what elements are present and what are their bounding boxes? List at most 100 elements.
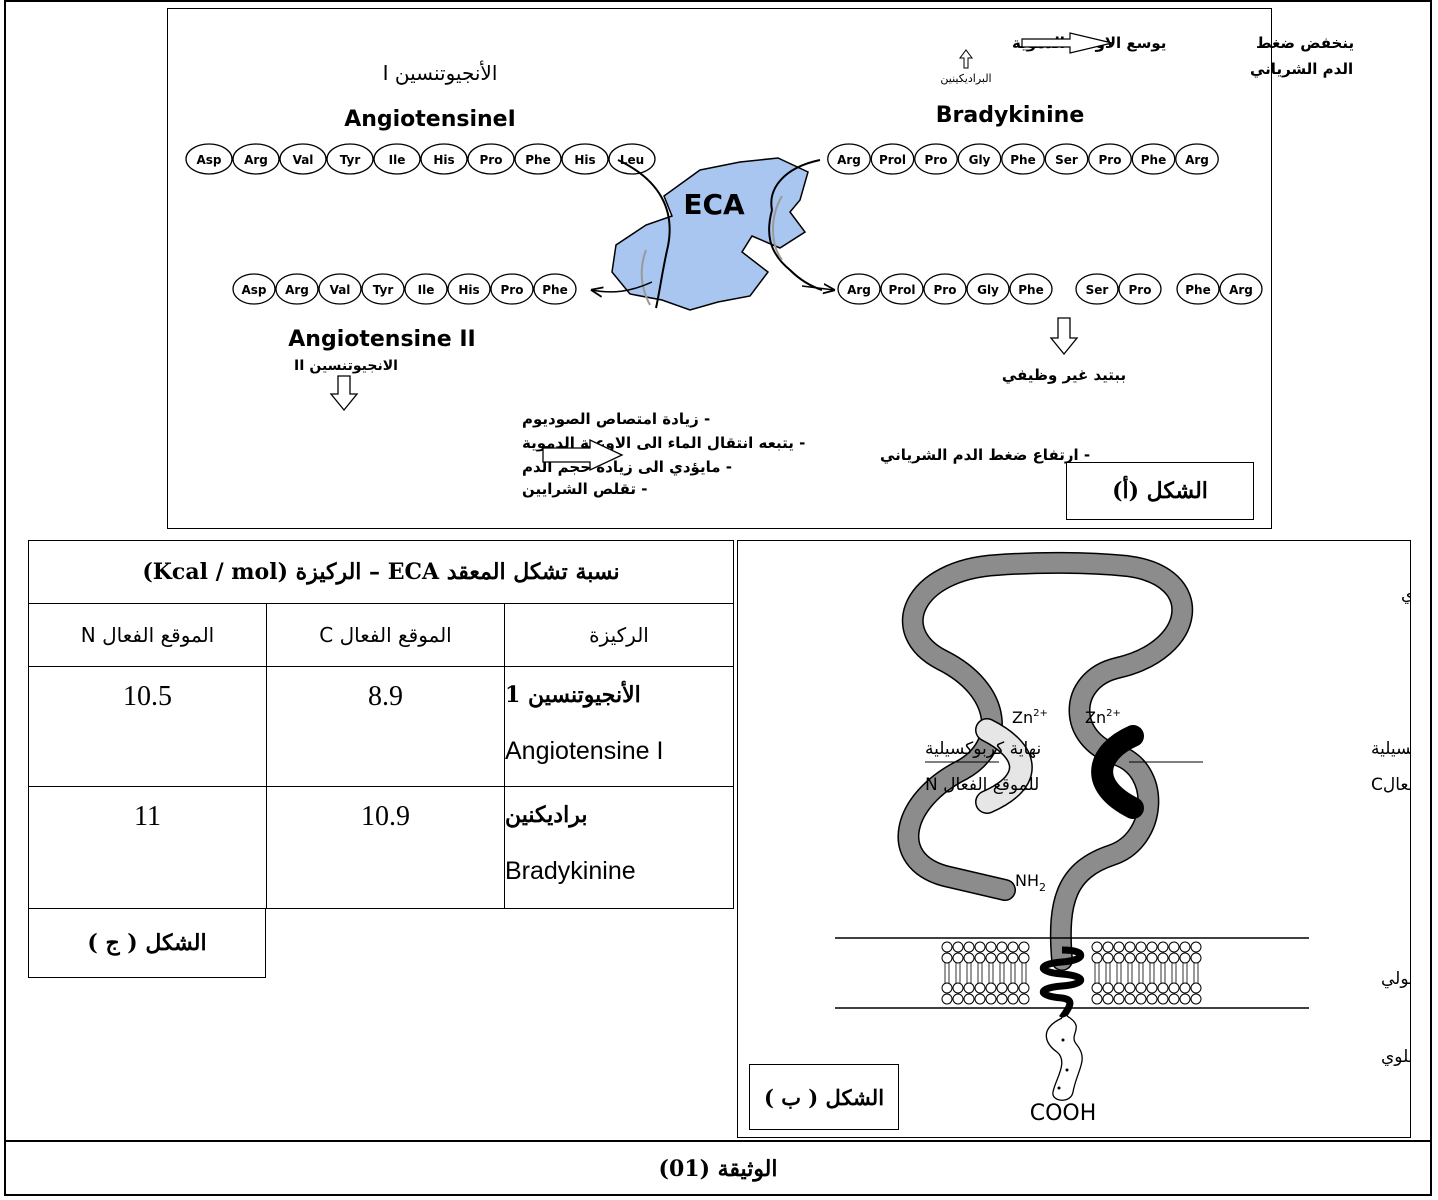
lipid-head [985,982,997,994]
table-row: براديكنين Bradykinine 10.9 11 [27,786,734,909]
lipid-tail [1021,963,1027,983]
lipid-head [1113,982,1125,994]
up-arrow-icon [959,49,973,69]
bradykinin-fragment-residue-label: Arg [847,283,871,297]
effect-3: - مايؤدي الى زيادة حجم الدم [522,458,732,477]
lipid-head [996,952,1008,964]
bradykinin-residue [957,143,1002,175]
down-arrow-icon [1049,317,1079,356]
bradykinin-fragment-residue [880,273,924,305]
lipid-tail [1171,963,1177,983]
lipid-head [952,941,964,953]
angiotensin2-residue [490,273,534,305]
bradykinin-residue-label: Phe [1141,153,1166,167]
angiotensin2-residue-label: Pro [501,283,524,297]
bradykinin-fragment-residue [837,273,881,305]
right-arrow-icon [542,438,624,472]
binding-arc-right [770,159,821,211]
transmembrane-coil [1039,946,1085,1020]
document-frame [4,0,1432,1196]
lipid-tail [1127,963,1133,983]
lipid-head [1018,952,1030,964]
arrow-to-bradykinin-products [801,286,834,290]
lipid-head [1102,982,1114,994]
lipid-head [941,993,953,1005]
angiotensin1-residue [232,143,280,175]
bradykinin-fragment-residue [966,273,1010,305]
lipid-tail [1149,963,1155,983]
c-site-value: 10.9 [266,786,505,909]
angiotensin1-residue [279,143,327,175]
angiotensin2-residue [361,273,405,305]
lipid-tail [1105,963,1111,983]
figure-c-label: الشكل ( ج ) [28,908,266,978]
lipid-head [1007,982,1019,994]
bradykinin-residue-label: Ser [1055,153,1078,167]
lipid-head [996,982,1008,994]
bradykinin-residue [870,143,915,175]
n-domain-label-2: للموقع الفعال N [925,775,1039,795]
lipid-head [952,952,964,964]
binding-arc-left [617,159,671,309]
lipid-head [1168,982,1180,994]
intracellular-label: إمتداد داخل خلوي [1381,1047,1411,1067]
cooh-label: COOH [1030,1101,1097,1126]
angiotensin1-residue [420,143,468,175]
lipid-head [1135,993,1147,1005]
lipid-head [1190,941,1202,953]
angiotensin1-residue-label: His [574,153,595,167]
bradykinin-residue-label: Phe [1010,153,1035,167]
lipid-head [1179,941,1191,953]
lipid-head [985,993,997,1005]
angiotensin2-residue-label: Tyr [373,283,394,297]
bradykinin-residue [1131,143,1176,175]
lipid-head [985,941,997,953]
angiotensin1-residue-label: Val [293,153,314,167]
angiotensin1-residue-label: His [433,153,454,167]
lipid-tail [966,963,972,983]
bradykinin-fragment-residue-label: Arg [1229,283,1253,297]
lipid-head [1124,993,1136,1005]
lipid-head [1018,982,1030,994]
lipid-head [1102,993,1114,1005]
lipid-head [941,941,953,953]
bradykinin-fragment-residue-label: Ser [1086,283,1109,297]
lipid-head [1091,952,1103,964]
bradykinin-residue-label: Pro [1099,153,1122,167]
bradykinin-residue [914,143,958,175]
lipid-head [1157,952,1169,964]
angiotensin1-residue [373,143,421,175]
lipid-head [1091,993,1103,1005]
lipid-tail [1010,963,1016,983]
substrate-ar: براديكنين [505,802,588,828]
result-text: - ارتفاع ضغط الدم الشرياني [880,446,1090,464]
pressure-drop-text: ينخفض ضغط [1256,34,1354,52]
lipid-head [1179,993,1191,1005]
intracellular-tail [1045,1015,1083,1101]
n-site-value: 10.5 [27,666,268,787]
bradykinin-fragment-residue-label: Phe [1185,283,1210,297]
bradykinin-residue-label: Gly [969,153,991,167]
lipid-bilayer [941,941,1202,1005]
bradykinin-fragment-residue [1075,273,1119,305]
lipid-tail [1160,963,1166,983]
angiotensin2-residue [318,273,362,305]
lipid-head [1007,941,1019,953]
lipid-head [1179,982,1191,994]
bradykinin-fragment-residue-label: Prol [888,283,915,297]
footer-divider [4,1140,1432,1142]
lipid-head [996,941,1008,953]
lipid-tail [977,963,983,983]
document-label: الوثيقة (01) [658,1156,778,1182]
lipid-head [963,982,975,994]
angiotensin1-residue-label: Leu [620,153,644,167]
angiotensin2-residue-label: Ile [418,283,435,297]
lipid-tail [999,963,1005,983]
figure-b-label: الشكل ( ب ) [749,1064,899,1130]
angiotensin1-residue [326,143,374,175]
angiotensin1-en-label: AngiotensineI [344,107,516,132]
bradykinin-residue [1001,143,1045,175]
